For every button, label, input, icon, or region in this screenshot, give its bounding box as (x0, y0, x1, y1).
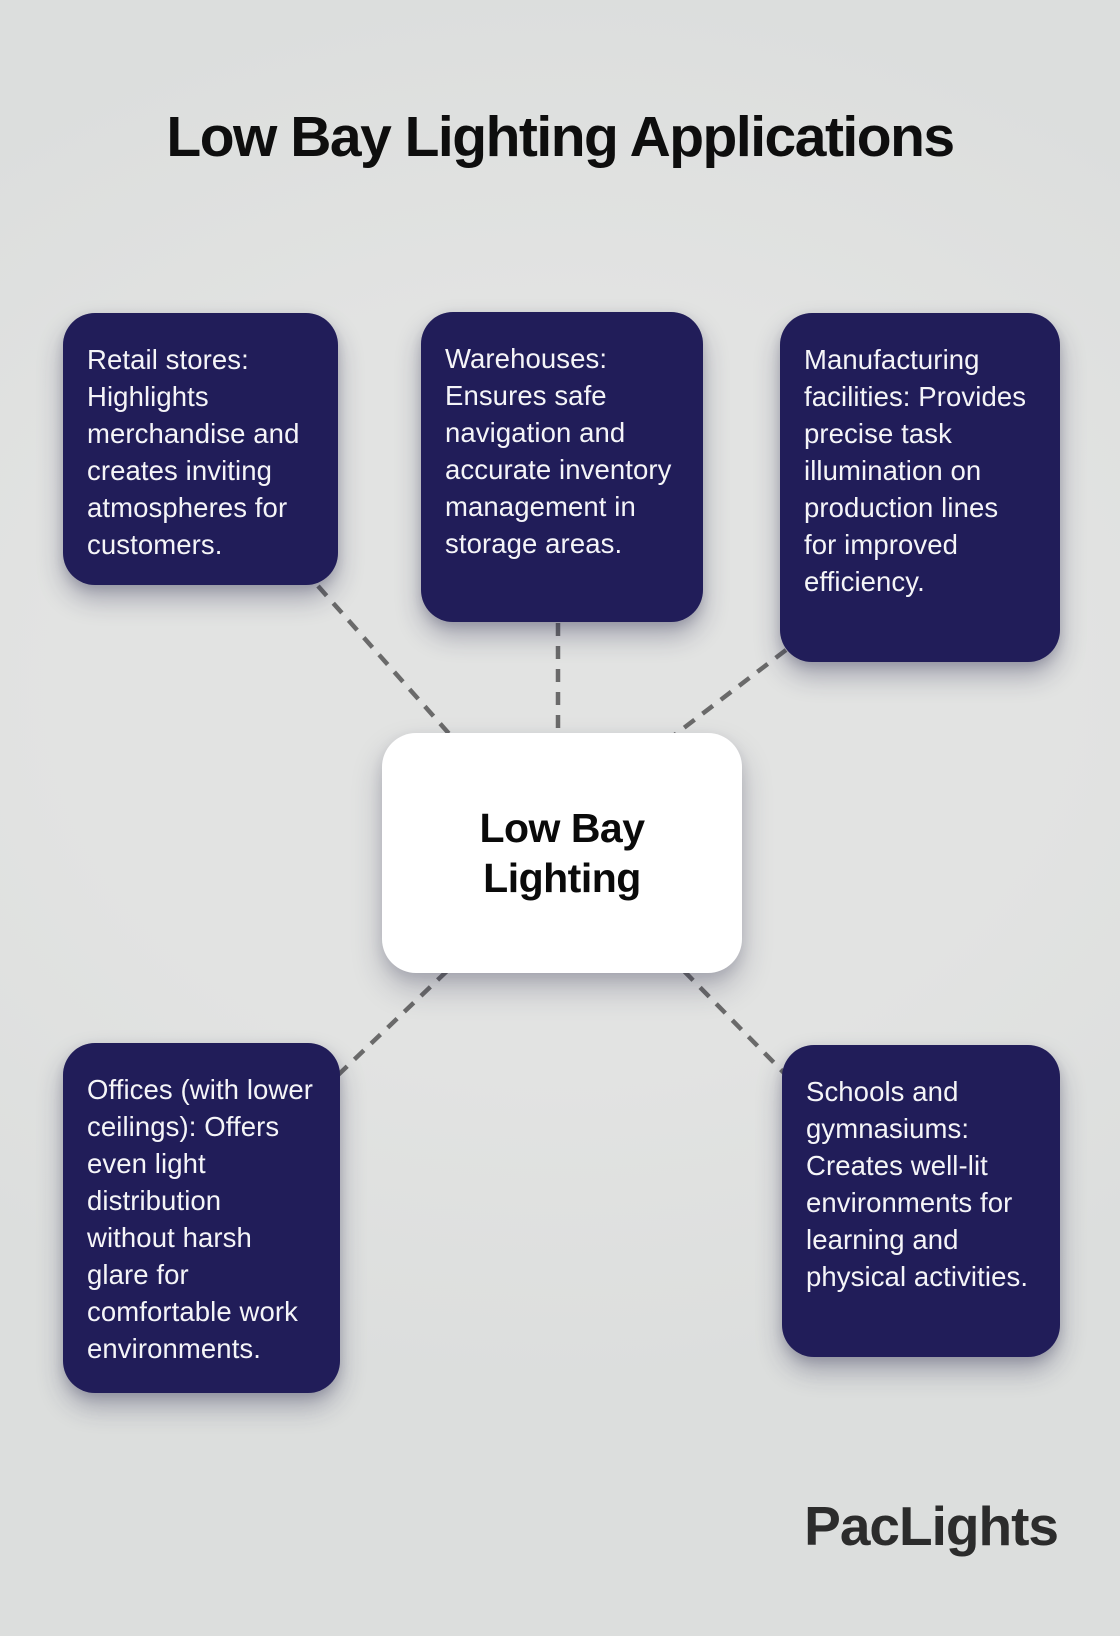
node-retail-stores-text: Retail stores: Highlights merchandise an… (87, 344, 300, 560)
node-warehouses-text: Warehouses: Ensures safe navigation and … (445, 343, 672, 559)
center-node-label: Low Bay Lighting (479, 804, 645, 901)
node-offices: Offices (with lower ceilings): Offers ev… (63, 1043, 340, 1393)
node-manufacturing-facilities-text: Manufacturing facilities: Provides preci… (804, 344, 1027, 597)
connector-retail-to-center (316, 584, 454, 739)
paclights-logo: PacLights (804, 1495, 1059, 1557)
center-node-low-bay-lighting: Low Bay Lighting (382, 733, 742, 973)
node-warehouses: Warehouses: Ensures safe navigation and … (421, 312, 703, 622)
node-schools-gymnasiums-text: Schools and gymnasiums: Creates well-lit… (806, 1076, 1029, 1292)
node-retail-stores: Retail stores: Highlights merchandise an… (63, 313, 338, 585)
node-schools-gymnasiums: Schools and gymnasiums: Creates well-lit… (782, 1045, 1060, 1357)
page-title: Low Bay Lighting Applications (166, 105, 955, 169)
node-manufacturing-facilities: Manufacturing facilities: Provides preci… (780, 313, 1060, 662)
connector-center-to-offices (334, 969, 449, 1079)
node-offices-text: Offices (with lower ceilings): Offers ev… (87, 1074, 314, 1364)
connector-center-to-schools (682, 969, 791, 1080)
connector-manufacturing-to-center (666, 648, 788, 742)
